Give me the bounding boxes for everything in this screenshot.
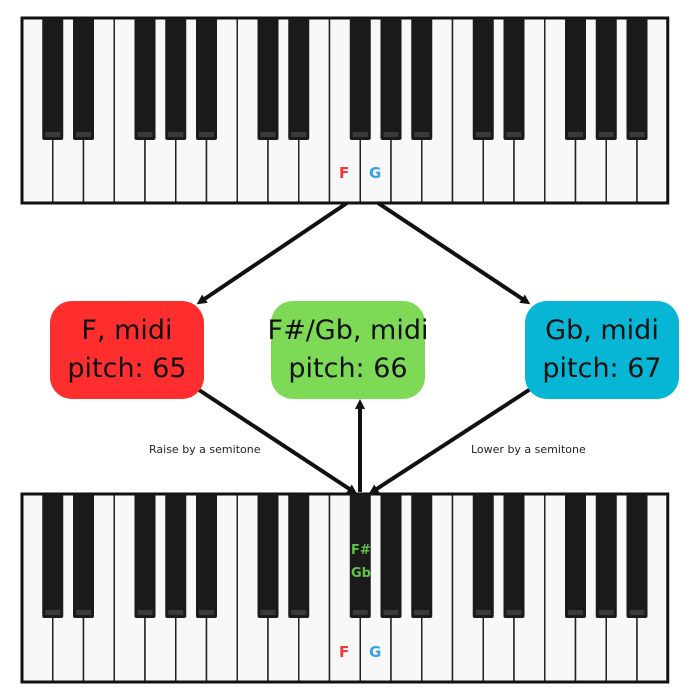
- keyboard-top: [20, 16, 670, 205]
- black-key-f-sharp: [349, 494, 371, 618]
- black-key-shine: [598, 610, 614, 615]
- black-key-shine: [568, 132, 583, 137]
- black-key-shine: [76, 610, 91, 615]
- black-key: [73, 494, 94, 618]
- keyboard-frame: [20, 492, 670, 684]
- black-key: [411, 18, 433, 140]
- bottom-note-g: G: [369, 643, 382, 661]
- node-fs: F#/Gb, midi pitch: 66: [268, 301, 428, 399]
- black-key: [595, 494, 617, 618]
- black-key-shine: [168, 610, 184, 615]
- bottom-note-flat: Gb: [351, 566, 371, 581]
- black-key: [288, 18, 310, 140]
- black-key: [165, 494, 187, 618]
- black-key-shine: [45, 132, 61, 137]
- top-note-f: F: [339, 164, 350, 182]
- arrow-to-f: [196, 201, 349, 305]
- black-key: [472, 18, 494, 140]
- raise-label: Raise by a semitone: [149, 443, 261, 456]
- arrow-raise: [194, 386, 358, 495]
- top-note-g: G: [369, 164, 382, 182]
- black-key-shine: [137, 610, 153, 615]
- node-f: F, midi pitch: 65: [50, 301, 204, 399]
- black-key: [257, 494, 279, 618]
- black-key-shine: [291, 132, 307, 137]
- black-key-shine: [506, 610, 522, 615]
- lower-label: Lower by a semitone: [471, 443, 586, 456]
- black-key-shine: [199, 132, 214, 137]
- black-key: [196, 18, 217, 140]
- black-key-shine: [168, 132, 184, 137]
- black-key-shine: [383, 610, 399, 615]
- node-f-line1: F, midi: [81, 315, 173, 346]
- black-key-shine: [137, 132, 153, 137]
- black-key: [565, 18, 586, 140]
- black-key-shine: [352, 610, 368, 615]
- arrow-to-gb: [376, 201, 531, 305]
- black-key-shine: [414, 132, 430, 137]
- arrow-lower: [368, 386, 534, 495]
- black-key: [42, 494, 64, 618]
- black-key: [288, 494, 310, 618]
- black-key-shine: [199, 610, 214, 615]
- black-key-shine: [629, 610, 645, 615]
- node-gb-line1: Gb, midi: [545, 315, 659, 346]
- black-key-shine: [629, 132, 645, 137]
- node-gb-line2: pitch: 67: [542, 353, 662, 384]
- black-key-shine: [414, 610, 430, 615]
- bottom-note-sharp: F#: [351, 543, 371, 558]
- black-key: [595, 18, 617, 140]
- black-key: [380, 494, 402, 618]
- black-key-shine: [45, 610, 61, 615]
- black-key-shine: [352, 132, 368, 137]
- black-key: [626, 18, 648, 140]
- black-key-shine: [260, 610, 276, 615]
- black-key-shine: [76, 132, 91, 137]
- node-gb: Gb, midi pitch: 67: [525, 301, 679, 399]
- black-key: [411, 494, 433, 618]
- node-f-line2: pitch: 65: [67, 353, 187, 384]
- black-key: [196, 494, 217, 618]
- arrows: [194, 201, 534, 495]
- black-key: [134, 494, 156, 618]
- black-key-shine: [383, 132, 399, 137]
- black-key: [472, 494, 494, 618]
- black-key-shine: [475, 132, 491, 137]
- black-key: [565, 494, 586, 618]
- black-key-shine: [568, 610, 583, 615]
- node-fs-line1: F#/Gb, midi: [267, 315, 429, 346]
- bottom-note-f: F: [339, 643, 350, 661]
- black-key-f-sharp: [349, 18, 371, 140]
- black-key-shine: [291, 610, 307, 615]
- black-key: [73, 18, 94, 140]
- black-key-shine: [506, 132, 522, 137]
- black-key: [257, 18, 279, 140]
- black-key: [503, 18, 525, 140]
- black-key: [42, 18, 64, 140]
- black-key: [380, 18, 402, 140]
- node-fs-line2: pitch: 66: [288, 353, 408, 384]
- black-key: [626, 494, 648, 618]
- black-key-shine: [260, 132, 276, 137]
- keyboard-bottom: [20, 492, 670, 684]
- black-key-shine: [475, 610, 491, 615]
- black-key: [134, 18, 156, 140]
- black-key-shine: [598, 132, 614, 137]
- black-key: [165, 18, 187, 140]
- black-key: [503, 494, 525, 618]
